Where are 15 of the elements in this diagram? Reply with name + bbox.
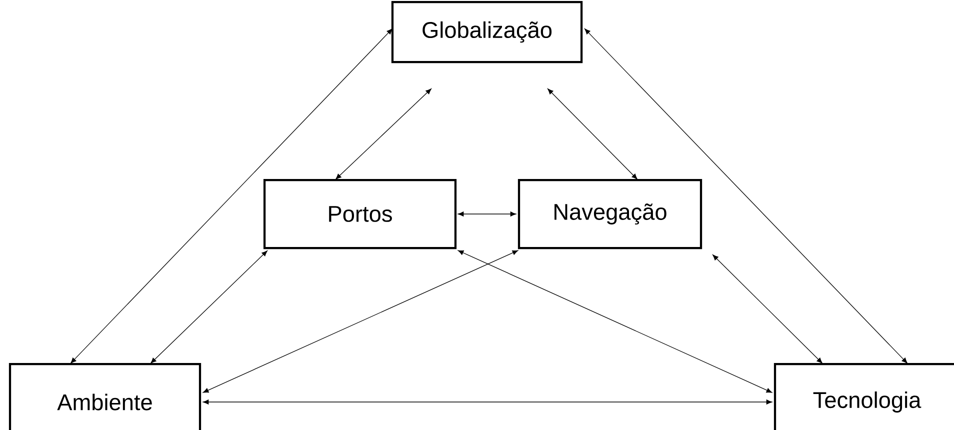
concept-box: Portos	[263, 178, 457, 250]
arrow	[336, 88, 432, 180]
concept-box: Navegação	[518, 178, 702, 250]
arrow	[458, 212, 516, 216]
concept-box: Ambiente	[8, 362, 202, 430]
arrow	[202, 400, 772, 404]
arrow	[150, 250, 268, 364]
concept-box: Tecnologia	[774, 362, 954, 430]
arrow	[712, 254, 822, 364]
arrow	[584, 28, 908, 364]
concept-box: Globalização	[391, 0, 583, 64]
arrow	[548, 88, 638, 180]
arrow	[458, 250, 772, 393]
arrow	[70, 28, 392, 364]
arrow	[202, 250, 518, 393]
